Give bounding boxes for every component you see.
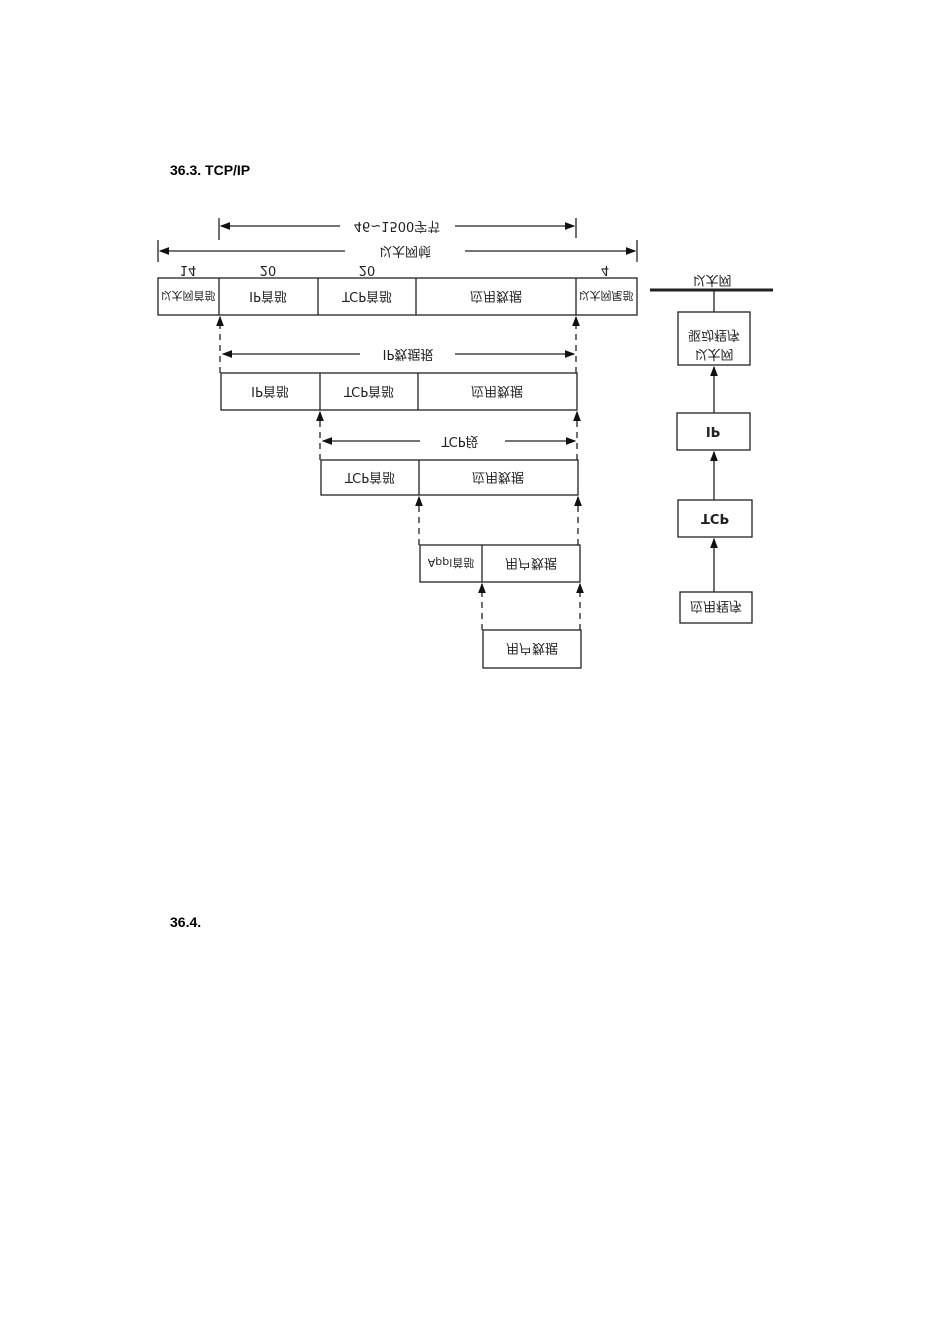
app-data-cell: 应用数据 (472, 469, 524, 485)
byte-count: 20 (260, 262, 277, 277)
tcp-header-cell: TCP首部 (344, 469, 395, 484)
appl-header-cell: Appl首部 (428, 556, 475, 570)
payload-span-label: 46~1500字节 (354, 218, 441, 233)
ethernet-trailer-cell: 以太网尾部 (579, 289, 634, 303)
ip-header-cell: IP首部 (251, 383, 289, 398)
section-heading-tcpip: 36.3. TCP/IP (170, 162, 251, 178)
ip-layer-box: IP (706, 423, 720, 438)
ip-header-cell: IP首部 (249, 288, 287, 303)
app-data-cell: 应用数据 (470, 288, 522, 304)
app-data-cell: 应用数据 (471, 383, 523, 399)
network-label: 以太网 (692, 272, 731, 287)
user-data-cell: 用户数据 (505, 555, 557, 571)
driver-box-line: 驱动程序 (688, 327, 740, 342)
byte-count: 4 (601, 262, 609, 277)
tcp-header-cell: TCP首部 (343, 383, 394, 398)
tcp-layer-box: TCP (701, 510, 729, 525)
frame-span-label: 以太网帧 (379, 243, 431, 258)
tcp-segment-label: TCP段 (440, 433, 478, 448)
byte-count: 14 (180, 262, 197, 277)
ethernet-header-cell: 以太网首部 (161, 289, 216, 303)
section-heading-36-4: 36.4. (170, 914, 202, 930)
byte-count: 20 (359, 262, 376, 277)
driver-box-line: 以太网 (694, 346, 733, 361)
tcp-header-cell: TCP首部 (341, 288, 392, 303)
user-data-cell: 用户数据 (506, 640, 558, 656)
ip-datagram-label: IP数据报 (383, 346, 434, 361)
application-layer-box: 应用程序 (690, 598, 742, 614)
